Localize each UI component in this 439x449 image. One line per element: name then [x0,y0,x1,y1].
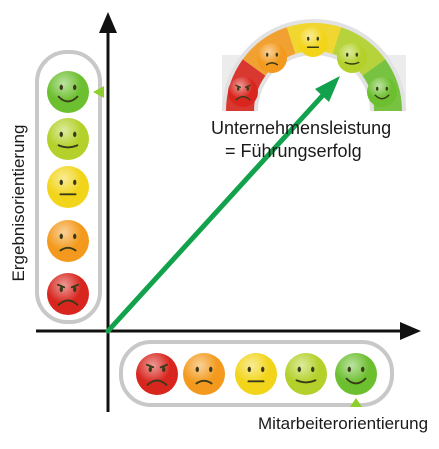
vertical-smiley-content-icon [47,118,89,160]
diagram-title-line-1: Unternehmensleistung [211,118,392,138]
horizontal-smiley-neutral-icon [235,353,277,395]
vertical-smiley-happy-icon [47,71,89,113]
vertical-selection-pointer [93,86,104,98]
success-arrow [105,91,327,334]
horizontal-smiley-sad-icon [183,353,225,395]
horizontal-smiley-content-icon [285,353,327,395]
y-axis-label: Ergebnisorientierung [9,124,28,282]
gauge-smiley-sad-icon [257,43,287,73]
diagram-title-line-2: = Führungserfolg [225,141,362,161]
gauge-smiley-neutral-icon [298,27,328,57]
success-arrowhead [315,76,340,102]
gauge-smiley-happy-icon [367,77,397,107]
horizontal-smiley-scale [136,353,377,395]
performance-gauge [222,19,406,111]
gauge-smiley-content-icon [337,43,367,73]
horizontal-smiley-angry-icon [136,353,178,395]
vertical-smiley-angry-icon [47,273,89,315]
horizontal-selection-pointer [350,398,362,407]
gauge-smiley-angry-icon [228,77,258,107]
vertical-smiley-neutral-icon [47,166,89,208]
x-axis-arrowhead [400,322,421,340]
vertical-smiley-scale [47,71,89,315]
y-axis-arrowhead [99,12,117,33]
x-axis-label: Mitarbeiterorientierung [258,414,429,433]
horizontal-smiley-happy-icon [335,353,377,395]
vertical-smiley-sad-icon [47,220,89,262]
